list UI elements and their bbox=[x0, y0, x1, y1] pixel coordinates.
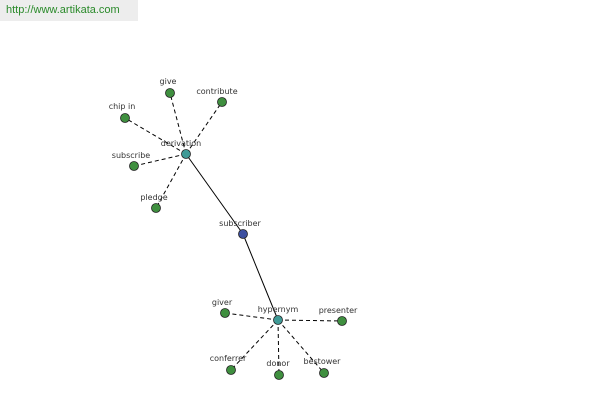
label-derivation: derivation bbox=[161, 139, 201, 148]
label-giver: giver bbox=[212, 298, 233, 307]
label-contribute: contribute bbox=[196, 87, 237, 96]
node-presenter[interactable] bbox=[337, 316, 347, 326]
node-giver[interactable] bbox=[220, 308, 230, 318]
graph-labels: subscriber derivation give contribute chip i… bbox=[109, 77, 358, 368]
graph-nodes bbox=[120, 88, 347, 380]
node-pledge[interactable] bbox=[151, 203, 161, 213]
node-subscriber[interactable] bbox=[238, 229, 248, 239]
edge-subscriber-hypernym bbox=[242, 233, 279, 321]
node-bestower[interactable] bbox=[319, 368, 329, 378]
edge-hypernym-bestower bbox=[277, 319, 325, 374]
label-give: give bbox=[160, 77, 177, 86]
label-pledge: pledge bbox=[140, 193, 167, 202]
label-conferrer: conferrer bbox=[210, 354, 247, 363]
node-derivation[interactable] bbox=[181, 149, 191, 159]
node-donor[interactable] bbox=[274, 370, 284, 380]
edge-derivation-give bbox=[169, 92, 187, 155]
node-contribute[interactable] bbox=[217, 97, 227, 107]
node-conferrer[interactable] bbox=[226, 365, 236, 375]
edge-hypernym-presenter bbox=[277, 319, 343, 322]
edge-derivation-contribute bbox=[185, 101, 223, 155]
graph-edges bbox=[124, 92, 343, 376]
node-chip-in[interactable] bbox=[120, 113, 130, 123]
label-subscribe: subscribe bbox=[112, 151, 150, 160]
node-hypernym[interactable] bbox=[273, 315, 283, 325]
label-hypernym: hypernym bbox=[258, 305, 299, 314]
label-donor: donor bbox=[266, 359, 290, 368]
edge-derivation-subscribe bbox=[133, 153, 187, 167]
edge-subscriber-derivation bbox=[185, 153, 244, 235]
label-presenter: presenter bbox=[319, 306, 358, 315]
label-subscriber: subscriber bbox=[219, 219, 261, 228]
label-chip-in: chip in bbox=[109, 102, 136, 111]
artikata-link[interactable]: http://www.artikata.com bbox=[6, 4, 120, 16]
edge-derivation-chip-in bbox=[124, 117, 187, 155]
node-give[interactable] bbox=[165, 88, 175, 98]
edge-derivation-pledge bbox=[155, 153, 187, 209]
edge-hypernym-conferrer bbox=[230, 319, 279, 371]
url-banner: http://www.artikata.com bbox=[0, 0, 138, 21]
node-subscribe[interactable] bbox=[129, 161, 139, 171]
label-bestower: bestower bbox=[304, 357, 342, 366]
edge-hypernym-donor bbox=[277, 319, 280, 376]
edge-hypernym-giver bbox=[224, 312, 279, 321]
